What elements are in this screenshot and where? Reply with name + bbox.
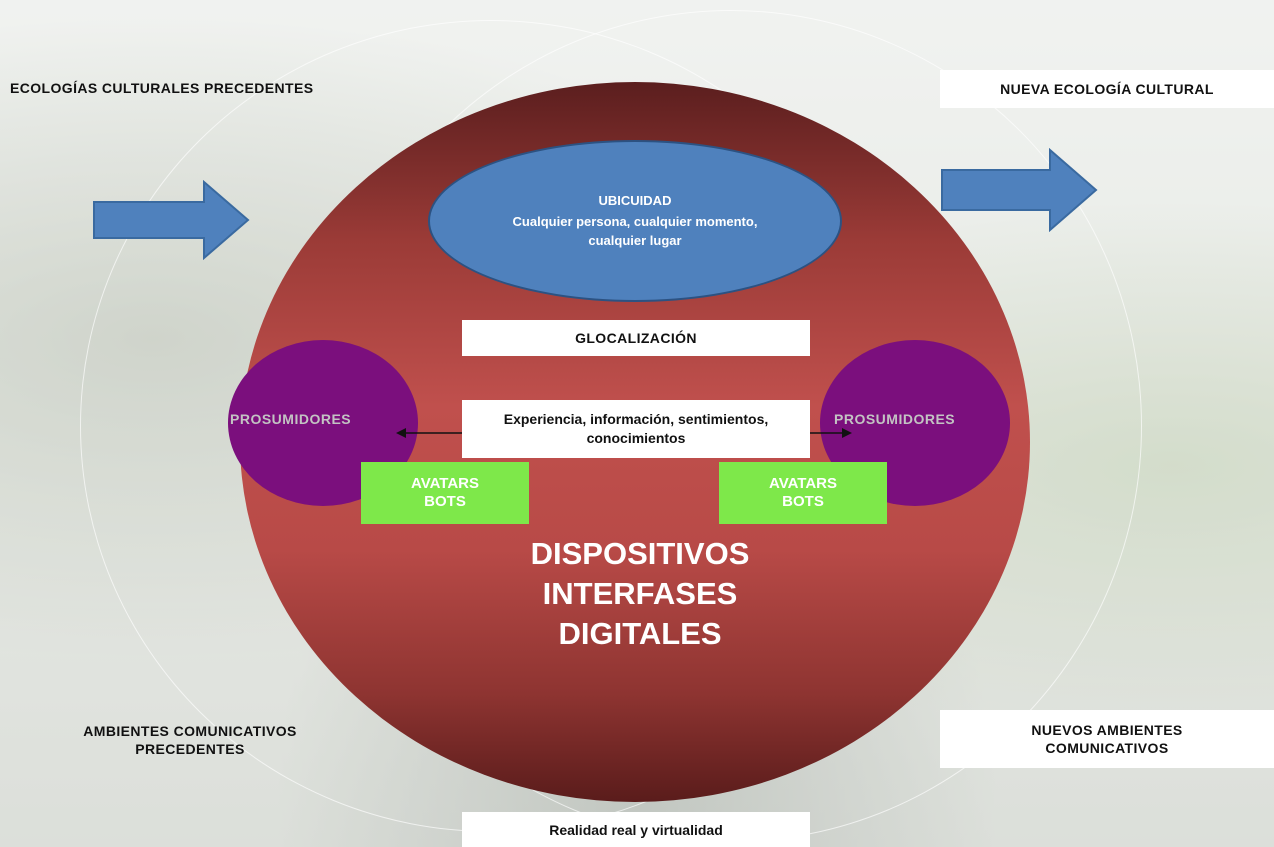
realidad-box: Realidad real y virtualidad <box>462 812 810 847</box>
avatars-right-line1: AVATARS <box>768 475 838 492</box>
glocalizacion-box: GLOCALIZACIÓN <box>462 320 810 356</box>
experiencia-text: Experiencia, información, sentimientos, … <box>503 411 769 446</box>
label-ecologias-precedentes: ECOLOGÍAS CULTURALES PRECEDENTES <box>10 80 314 96</box>
center-title: DISPOSITIVOS INTERFASES DIGITALES <box>470 534 810 654</box>
prosumidores-right-label: PROSUMIDORES <box>834 411 956 427</box>
connector-arrow-left-icon <box>396 428 466 438</box>
ubicuidad-title: UBICUIDAD <box>598 192 672 208</box>
label-ambientes-precedentes: AMBIENTES COMUNICATIVOS PRECEDENTES <box>30 722 350 758</box>
prosumidores-left-label: PROSUMIDORES <box>230 411 352 427</box>
center-line-1: DISPOSITIVOS <box>530 536 750 571</box>
ubicuidad-text: Cualquier persona, cualquier momento, cu… <box>512 213 758 248</box>
experiencia-box: Experiencia, información, sentimientos, … <box>462 400 810 458</box>
connector-arrow-right-icon <box>808 428 852 438</box>
avatars-left-line2: BOTS <box>424 493 466 510</box>
avatars-right-line2: BOTS <box>782 493 824 510</box>
ambientes-precedentes-line1: AMBIENTES COMUNICATIVOS <box>83 723 297 739</box>
nuevos-ambientes-line1: NUEVOS AMBIENTES <box>1031 722 1183 738</box>
center-line-2: INTERFASES <box>542 576 738 611</box>
avatars-bots-left: AVATARS BOTS <box>361 462 529 524</box>
ambientes-precedentes-line2: PRECEDENTES <box>135 741 245 757</box>
right-arrow-icon <box>941 148 1098 232</box>
glocalizacion-text: GLOCALIZACIÓN <box>575 330 697 346</box>
label-nuevos-ambientes: NUEVOS AMBIENTES COMUNICATIVOS <box>940 710 1274 768</box>
avatars-bots-right: AVATARS BOTS <box>719 462 887 524</box>
label-nueva-ecologia: NUEVA ECOLOGÍA CULTURAL <box>940 70 1274 108</box>
label-nueva-ecologia-text: NUEVA ECOLOGÍA CULTURAL <box>1000 81 1214 97</box>
center-line-3: DIGITALES <box>558 616 722 651</box>
left-arrow-icon <box>93 180 250 260</box>
avatars-left-line1: AVATARS <box>410 475 480 492</box>
realidad-text: Realidad real y virtualidad <box>549 821 723 838</box>
nuevos-ambientes-line2: COMUNICATIVOS <box>1045 740 1169 756</box>
ubicuidad-ellipse: UBICUIDAD Cualquier persona, cualquier m… <box>428 140 842 302</box>
